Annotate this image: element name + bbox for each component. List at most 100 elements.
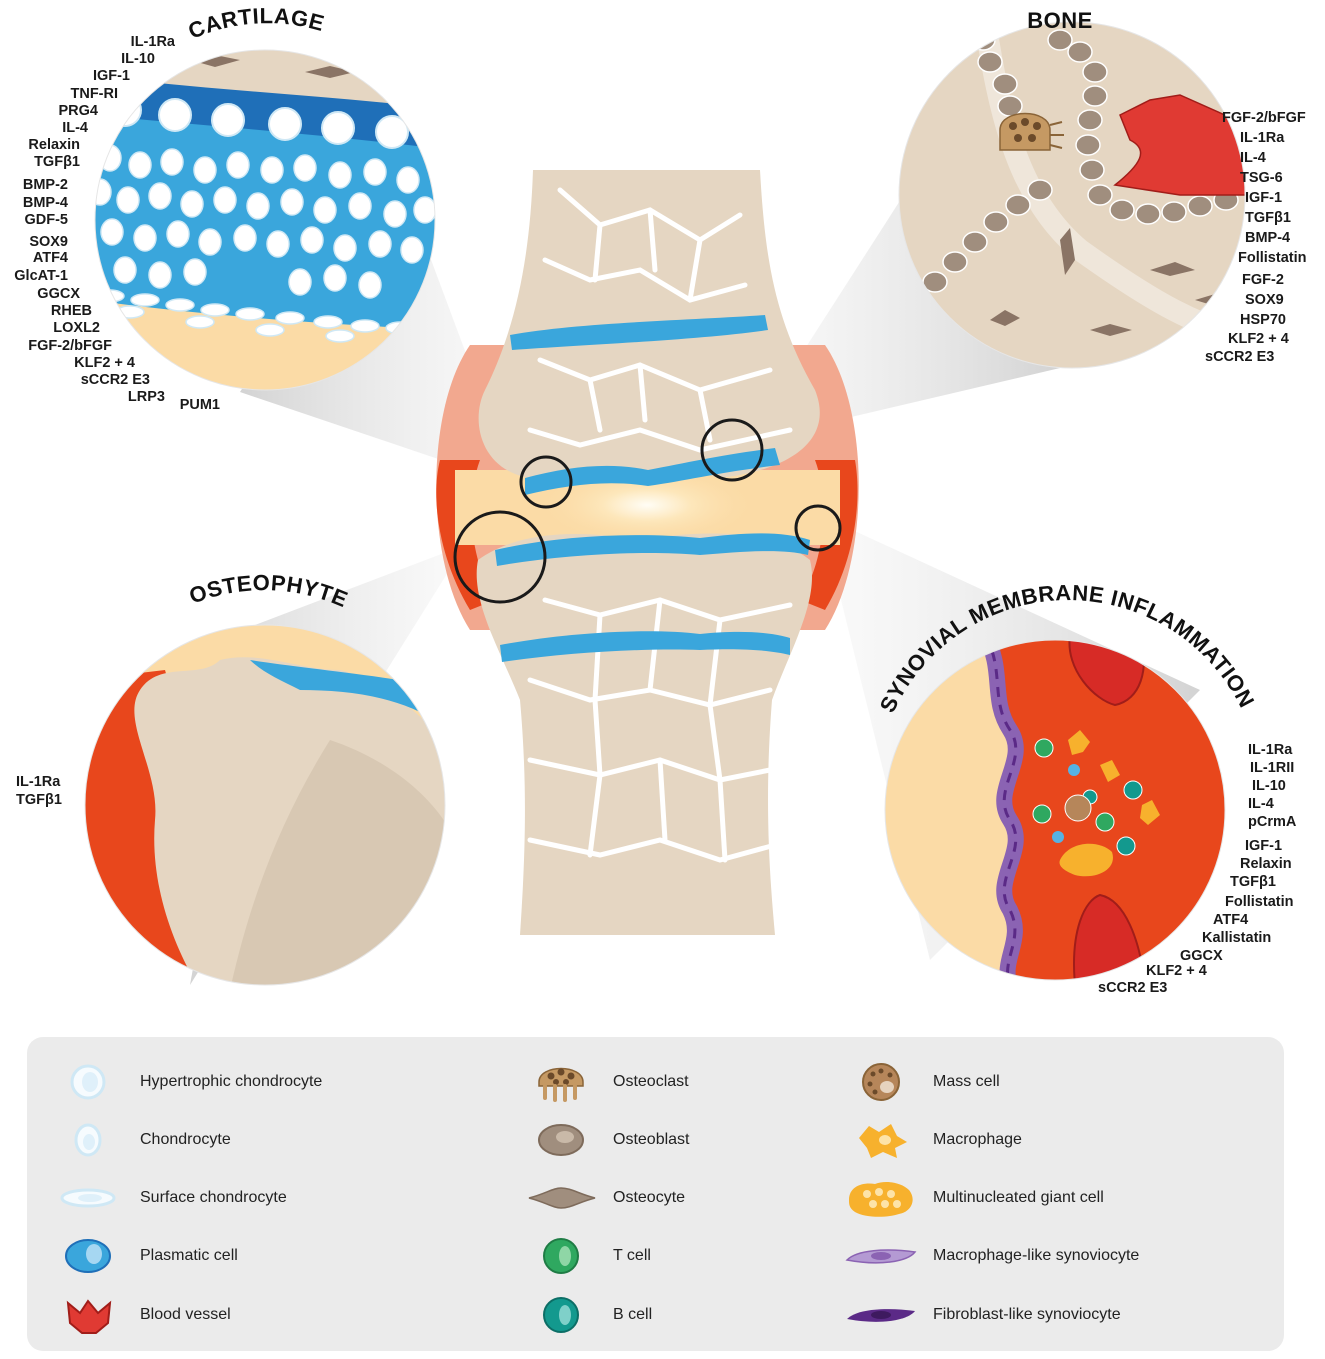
osteocyte-icon	[528, 1187, 596, 1209]
legend-item-chondrocyte: Chondrocyte	[52, 1120, 452, 1160]
blood-vessel-icon	[66, 1299, 112, 1334]
b-cell-icon	[543, 1297, 579, 1333]
bone-title: BONE	[1027, 8, 1093, 33]
bone-factor-label: IL-1Ra	[1240, 130, 1285, 146]
cartilage-factor-label: SOX9	[29, 234, 68, 250]
legend-label: Osteoblast	[613, 1131, 690, 1148]
synovial-factor-label: pCrmA	[1248, 814, 1297, 830]
cartilage-factor-label: IGF-1	[93, 68, 130, 84]
bone-factor-label: TSG-6	[1240, 170, 1283, 186]
cartilage-factor-label: GDF-5	[25, 212, 69, 228]
cartilage-title: CARTILAGE	[185, 3, 328, 44]
legend-label: Osteoclast	[613, 1073, 689, 1090]
synovial-factor-labels: IL-1RaIL-1RIIIL-10IL-4pCrmAIGF-1RelaxinT…	[1098, 742, 1297, 996]
legend-item-b-cell: B cell	[525, 1295, 925, 1335]
legend-label: Multinucleated giant cell	[933, 1189, 1104, 1206]
cartilage-factor-label: LRP3	[128, 389, 165, 405]
synovial-factor-label: Kallistatin	[1202, 930, 1271, 946]
bone-factor-label: TGFβ1	[1245, 210, 1291, 226]
synovial-factor-label: sCCR2 E3	[1098, 980, 1167, 996]
legend-item-hypertrophic-chondrocyte: Hypertrophic chondrocyte	[52, 1062, 452, 1102]
legend-label: B cell	[613, 1306, 653, 1323]
osteoclast-icon	[538, 1067, 584, 1102]
macrophage-like-synoviocyte-icon	[845, 1249, 917, 1264]
legend-label: Macrophage	[933, 1131, 1022, 1148]
synovial-factor-label: IL-1Ra	[1248, 742, 1293, 758]
knee-joint	[436, 170, 859, 935]
legend-item-fibroblast-like-synoviocyte: Fibroblast-like synoviocyte	[845, 1295, 1245, 1335]
legend-item-osteocyte: Osteocyte	[525, 1178, 925, 1218]
cartilage-factor-label: Relaxin	[28, 137, 80, 153]
synovial-factor-label: IL-1RII	[1250, 760, 1294, 776]
cartilage-factor-label: BMP-4	[23, 195, 68, 211]
bone-factor-label: FGF-2/bFGF	[1222, 110, 1306, 126]
cartilage-factor-label: IL-4	[62, 120, 88, 136]
bone-factor-label: KLF2 + 4	[1228, 331, 1289, 347]
bone-osteoclast	[999, 112, 1064, 151]
cartilage-factor-label: IL-10	[121, 51, 155, 67]
bone-factor-label: IL-4	[1240, 150, 1266, 166]
legend-label: Chondrocyte	[140, 1131, 231, 1148]
legend-label: T cell	[613, 1247, 651, 1264]
synovial-factor-label: KLF2 + 4	[1146, 963, 1207, 979]
legend-item-blood-vessel: Blood vessel	[52, 1295, 452, 1335]
cartilage-factor-label: LOXL2	[53, 320, 100, 336]
synovial-factor-label: IGF-1	[1245, 838, 1282, 854]
legend-label: Mass cell	[933, 1073, 1000, 1090]
cartilage-factor-label: TGFβ1	[34, 154, 80, 170]
osteophyte-factor-label: TGFβ1	[16, 792, 62, 808]
legend-item-multinucleated-giant-cell: Multinucleated giant cell	[845, 1178, 1245, 1218]
legend-label: Blood vessel	[140, 1306, 231, 1323]
legend-label: Surface chondrocyte	[140, 1189, 287, 1206]
legend-item-osteoclast: Osteoclast	[525, 1062, 925, 1102]
bone-panel: BONE FGF-2/bFGF IL-1RaIL-4TSG-6IGF-1TGFβ1…	[898, 8, 1306, 369]
cartilage-factor-label: GlcAT-1	[14, 268, 68, 284]
cartilage-factor-label: ATF4	[33, 250, 68, 266]
bone-factor-label: SOX9	[1245, 292, 1284, 308]
cartilage-factor-labels: IL-1RaIL-10IGF-1TNF-RIPRG4IL-4RelaxinTGF…	[14, 34, 220, 413]
plasmatic-cell-icon	[65, 1239, 111, 1273]
legend-item-osteoblast: Osteoblast	[525, 1120, 925, 1160]
synovial-factor-label: Relaxin	[1240, 856, 1292, 872]
cartilage-factor-label: BMP-2	[23, 177, 68, 193]
bone-factor-label: IGF-1	[1245, 190, 1282, 206]
cartilage-factor-label: TNF-RI	[70, 86, 118, 102]
synovial-panel: SYNOVIAL MEMBRANE INFLAMMATION IL-1RaIL-…	[875, 580, 1297, 996]
osteophyte-title: OSTEOPHYTE	[186, 570, 352, 612]
cartilage-factor-label: PRG4	[59, 103, 99, 119]
multinucleated-giant-cell-icon	[849, 1182, 913, 1217]
osteophyte-factor-label: IL-1Ra	[16, 774, 61, 790]
joint-diagram: CARTILAGE IL-1RaIL-10IGF-1TNF-RIPRG4IL-4…	[14, 3, 1306, 996]
synovial-factor-label: IL-10	[1252, 778, 1286, 794]
legend-item-macrophage: Macrophage	[845, 1120, 1245, 1160]
osteoblast-icon	[538, 1124, 584, 1156]
cartilage-factor-label: sCCR2 E3	[81, 372, 150, 388]
fibroblast-like-synoviocyte-icon	[847, 1309, 915, 1322]
legend-item-macrophage-like-synoviocyte: Macrophage-like synoviocyte	[845, 1236, 1245, 1276]
cartilage-factor-label: KLF2 + 4	[74, 355, 135, 371]
mass-cell-icon	[862, 1063, 900, 1101]
cartilage-factor-label: IL-1Ra	[131, 34, 176, 50]
cartilage-factor-label: RHEB	[51, 303, 92, 319]
legend	[27, 1037, 1284, 1351]
legend-label: Osteocyte	[613, 1189, 686, 1206]
t-cell-icon	[543, 1238, 579, 1274]
legend-item-t-cell: T cell	[525, 1236, 925, 1276]
bone-factor-label: Follistatin	[1238, 250, 1306, 266]
legend-label: Hypertrophic chondrocyte	[140, 1073, 323, 1090]
bone-factor-label: sCCR2 E3	[1205, 349, 1274, 365]
bone-factor-label: FGF-2	[1242, 272, 1284, 288]
synovial-factor-label: ATF4	[1213, 912, 1248, 928]
bone-factor-label: BMP-4	[1245, 230, 1290, 246]
synovial-factor-label: Follistatin	[1225, 894, 1293, 910]
surface-chondrocyte-icon	[60, 1188, 116, 1208]
cartilage-factor-label: GGCX	[37, 286, 80, 302]
cartilage-factor-label: FGF-2/bFGF	[28, 338, 112, 354]
legend-item-plasmatic-cell: Plasmatic cell	[52, 1236, 452, 1276]
cartilage-panel: CARTILAGE IL-1RaIL-10IGF-1TNF-RIPRG4IL-4…	[14, 3, 436, 413]
legend-label: Macrophage-like synoviocyte	[933, 1247, 1140, 1264]
macrophage-icon	[859, 1124, 907, 1158]
synovial-factor-label: IL-4	[1248, 796, 1274, 812]
